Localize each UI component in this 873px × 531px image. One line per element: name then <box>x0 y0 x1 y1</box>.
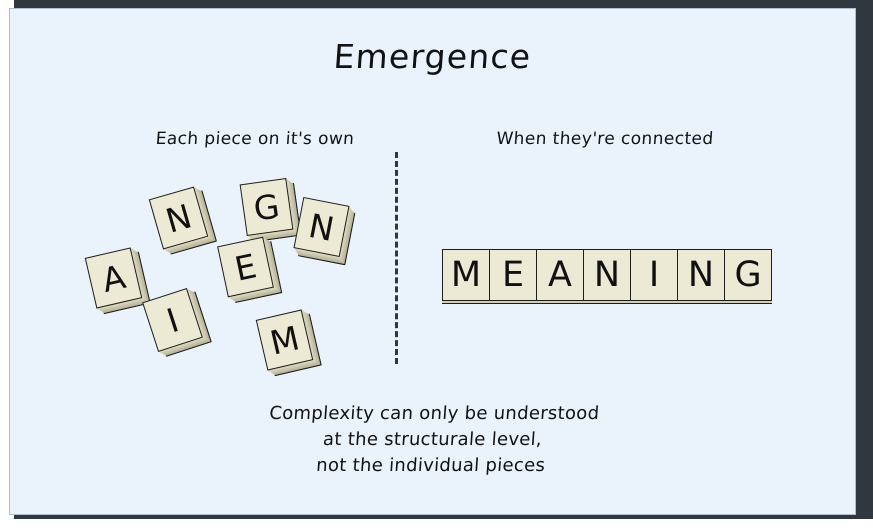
solved-tile: M <box>442 249 490 301</box>
section-divider <box>395 152 398 364</box>
solved-tile: N <box>677 249 725 301</box>
caption-line-3: not the individual pieces <box>315 455 546 476</box>
scattered-tile: M <box>255 309 314 371</box>
scattered-tile: N <box>293 196 350 258</box>
whiteboard-canvas: Emergence Each piece on it's own When th… <box>9 8 856 515</box>
scattered-tile: A <box>84 247 143 309</box>
caption-line-2: at the structurale level, <box>322 429 543 450</box>
caption-line-1: Complexity can only be understood <box>268 403 601 424</box>
solved-tile: N <box>583 249 631 301</box>
left-section-label: Each piece on it's own <box>154 129 356 149</box>
scattered-tile: E <box>217 236 274 298</box>
scattered-tile: G <box>239 177 294 237</box>
page-title: Emergence <box>332 37 533 76</box>
right-section-label: When they're connected <box>495 129 715 149</box>
solved-tile: I <box>630 249 678 301</box>
scattered-tile: N <box>148 186 209 250</box>
solved-tile: A <box>536 249 584 301</box>
scattered-tile: I <box>142 288 203 352</box>
caption-block: Complexity can only be understood at the… <box>10 401 855 479</box>
solved-tile: G <box>724 249 772 301</box>
solved-tile: E <box>489 249 537 301</box>
